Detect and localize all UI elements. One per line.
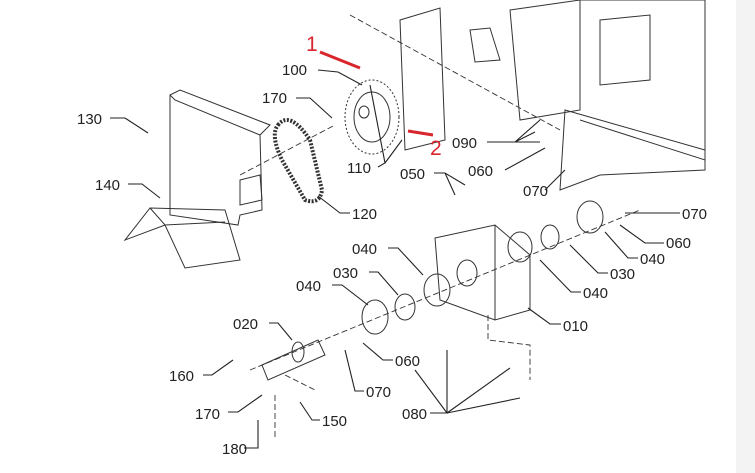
leader-lines (110, 69, 680, 449)
callout-020: 020 (233, 316, 258, 333)
callout-080: 080 (402, 406, 427, 423)
callout-170: 170 (195, 406, 220, 423)
callout-060: 060 (468, 163, 493, 180)
shaft-020 (261, 339, 326, 440)
callout-040: 040 (352, 241, 377, 258)
callout-150: 150 (322, 413, 347, 430)
sprocket-100 (344, 79, 400, 155)
callout-070: 070 (366, 384, 391, 401)
guard-140 (123, 207, 241, 269)
frame-assembly (349, 0, 706, 191)
callout-160: 160 (169, 368, 194, 385)
callout-100: 100 (282, 62, 307, 79)
marker-2: 2 (430, 137, 442, 160)
callout-170: 170 (262, 90, 287, 107)
callout-040: 040 (640, 251, 665, 268)
callout-070: 070 (682, 206, 707, 223)
callout-110: 110 (347, 160, 371, 177)
callout-010: 010 (563, 318, 588, 335)
bearings (361, 200, 604, 335)
callout-130: 130 (77, 111, 102, 128)
callout-040: 040 (296, 278, 321, 295)
callout-140: 140 (95, 177, 120, 194)
marker-1: 1 (306, 33, 318, 56)
right-edge-band (736, 0, 755, 473)
callout-040: 040 (583, 285, 608, 302)
callout-180: 180 (222, 441, 247, 458)
chain-cover-130 (169, 89, 271, 226)
marker-1-line (319, 50, 361, 70)
callout-120: 120 (352, 206, 377, 223)
bearing-housing-010 (249, 209, 641, 380)
callout-070: 070 (523, 183, 548, 200)
chain-120 (239, 118, 336, 204)
callout-030: 030 (333, 265, 358, 282)
marker-2-line (407, 129, 434, 137)
callout-060: 060 (666, 235, 691, 252)
callout-060: 060 (395, 353, 420, 370)
callout-050: 050 (400, 166, 425, 183)
callout-030: 030 (610, 266, 635, 283)
callout-090: 090 (452, 135, 477, 152)
